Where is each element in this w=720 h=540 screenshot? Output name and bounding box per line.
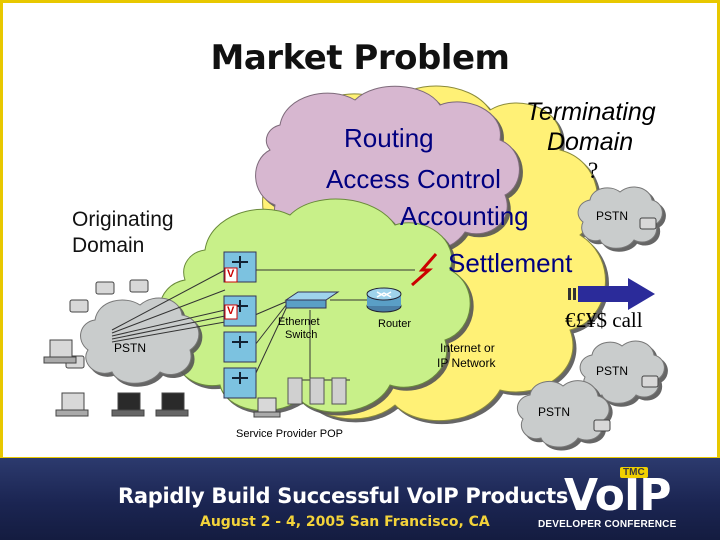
pstn-cloud-bottom <box>516 380 610 448</box>
slide-title: Market Problem <box>210 38 510 78</box>
router-label: Router <box>378 318 412 330</box>
pstn-cloud-left <box>80 297 200 384</box>
banner-tagline: Rapidly Build Successful VoIP Products <box>118 484 569 508</box>
pstn-left-label: PSTN <box>114 341 147 355</box>
terminating-domain-label-1: Terminating <box>526 98 656 126</box>
routing-label: Routing <box>344 123 434 153</box>
call-currency-label: €£¥$ call <box>565 308 643 332</box>
tmc-logo: TMC <box>620 467 648 478</box>
originating-domain-label-2: Domain <box>72 234 145 257</box>
network-links <box>111 269 415 381</box>
banner-dates: August 2 - 4, 2005 San Francisco, CA <box>200 514 490 530</box>
terminating-question-mark: ? <box>588 158 599 183</box>
accounting-label: Accounting <box>400 201 529 231</box>
pstn-right-top-label: PSTN <box>596 209 629 223</box>
router-icon <box>366 287 402 313</box>
terminating-domain-label-2: Domain <box>547 128 634 156</box>
pstn-cloud-right-mid <box>579 340 665 404</box>
gateway-badge-1: V <box>227 268 235 280</box>
access-control-label: Access Control <box>326 164 501 194</box>
pc-icons <box>43 339 189 417</box>
internet-label-1: Internet or <box>440 341 495 355</box>
ethernet-switch-label-2: Switch <box>285 329 318 341</box>
service-provider-pop-label: Service Provider POP <box>236 428 343 440</box>
internet-label-2: IP Network <box>437 356 496 370</box>
developer-conference-label: DEVELOPER CONFERENCE <box>538 519 677 530</box>
ethernet-switch-icon <box>284 291 340 309</box>
conference-banner <box>0 458 720 540</box>
pstn-right-mid-label: PSTN <box>596 364 629 378</box>
network-diagram <box>43 85 665 448</box>
lightning-icon <box>411 253 438 287</box>
voip-logo: VoIP <box>564 470 671 521</box>
gateway-badge-2: V <box>227 305 235 317</box>
ethernet-switch-label-1: Ethernet <box>278 316 320 328</box>
originating-domain-label-1: Originating <box>72 208 174 231</box>
pstn-cloud-right-top <box>577 186 663 249</box>
settlement-label: Settlement <box>448 248 573 278</box>
gateway-stack <box>223 251 257 399</box>
server-icons <box>287 377 347 405</box>
pop-computer-icon <box>253 397 281 418</box>
call-arrow <box>568 278 655 310</box>
pstn-bottom-label: PSTN <box>538 405 571 419</box>
